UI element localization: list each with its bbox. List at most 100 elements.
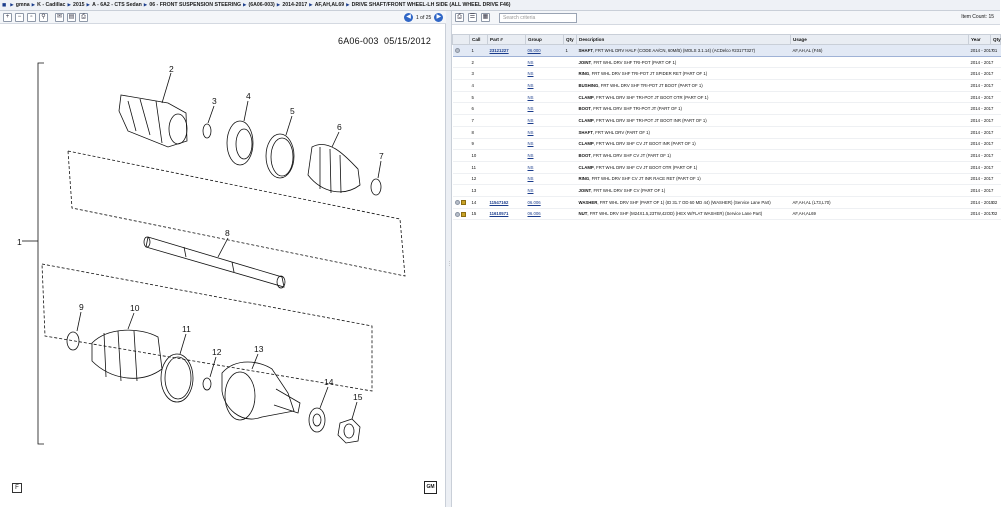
group-value[interactable]: NS [527, 59, 534, 65]
zoom-fit-icon[interactable]: ▫ [27, 13, 36, 22]
part-name: BOOT [578, 106, 591, 112]
row-icon-cell [452, 173, 470, 186]
print-icon[interactable]: ⎙ [455, 13, 464, 22]
callout-label[interactable]: 3 [212, 96, 217, 106]
row-icon-cell [452, 114, 470, 127]
year-cell: 2014 - 2017 [968, 138, 993, 151]
breadcrumb-item[interactable]: K - Cadillac [37, 2, 66, 8]
callout-label[interactable]: 5 [290, 106, 295, 116]
callout-label[interactable]: 2 [169, 64, 174, 74]
callout-label[interactable]: 10 [130, 303, 140, 313]
group-value[interactable]: NS [527, 117, 534, 123]
callout-label[interactable]: 6 [337, 122, 342, 132]
column-header[interactable] [452, 34, 470, 45]
info-icon[interactable] [454, 199, 460, 205]
column-header[interactable]: Usage [790, 34, 969, 45]
part-value[interactable]: 11547162 [489, 199, 509, 205]
email-icon[interactable]: ✉ [55, 13, 64, 22]
column-header[interactable]: Group [525, 34, 564, 45]
column-header[interactable]: Year [968, 34, 991, 45]
breadcrumb-item[interactable]: 06 - FRONT SUSPENSION STEERING [149, 2, 241, 8]
callout-label[interactable]: 7 [379, 151, 384, 161]
magnify-icon[interactable]: ⚲ [39, 13, 48, 22]
info-icon[interactable] [454, 211, 460, 217]
callout-label[interactable]: 15 [353, 392, 363, 402]
list-view-icon[interactable]: ☰ [468, 13, 477, 22]
column-header[interactable]: Qty [563, 34, 577, 45]
part-value[interactable]: 23121227 [489, 47, 509, 53]
item-count-label: Item Count: [961, 14, 988, 20]
group-value[interactable]: 06.006 [527, 199, 541, 205]
breadcrumb-item[interactable]: gmna [15, 2, 30, 8]
breadcrumb-item[interactable]: 2014-2017 [282, 2, 308, 8]
column-header[interactable]: Part # [487, 34, 526, 45]
qty-cell [990, 126, 1001, 139]
callout-label[interactable]: 9 [79, 302, 84, 312]
column-header[interactable]: Call [469, 34, 488, 45]
group-value[interactable]: NS [527, 71, 534, 77]
parts-list-pane: ⎙ ☰ ▦ Search criteria Item Count: 15 Cal… [452, 11, 1001, 507]
zoom-in-icon[interactable]: + [3, 13, 12, 22]
print-icon[interactable]: ⎙ [79, 13, 88, 22]
callout-label[interactable]: 8 [225, 228, 230, 238]
part-value[interactable]: 11610571 [489, 211, 509, 217]
usage-cell [790, 102, 969, 116]
callout-label[interactable]: 13 [254, 344, 264, 354]
next-page-icon[interactable]: ▶ [434, 13, 444, 22]
group-value[interactable]: NS [527, 164, 534, 170]
year-cell: 2014 - 2017 [968, 91, 993, 104]
parts-table: Call Part # Group Qty Description Usage … [452, 34, 1001, 221]
group-value[interactable]: NS [527, 82, 534, 88]
callout-label[interactable]: 1 [17, 237, 22, 247]
callout-label[interactable]: 12 [212, 347, 222, 357]
description-cell: SHAFT, FRT WHL DRV HALF (CODE AA/CN, 60M… [576, 44, 791, 57]
breadcrumb-item[interactable]: 2015 [72, 2, 85, 8]
group-value[interactable]: NS [527, 129, 534, 135]
home-icon[interactable]: ■ [2, 1, 7, 9]
previous-page-icon[interactable]: ◀ [404, 13, 413, 22]
breadcrumb-item[interactable]: AF,AH,AL69 [314, 2, 345, 8]
group-value[interactable]: NS [527, 141, 534, 147]
callout-label[interactable]: 4 [246, 91, 251, 101]
breadcrumb-item[interactable]: (6A06-003) [248, 2, 275, 8]
search-input[interactable]: Search criteria [499, 13, 577, 23]
page-navigator: ◀ 1 of 25 ▶ [404, 12, 444, 23]
part-description: , FRT WHL DRV SHF TRI-POT JT BOOT INR (P… [593, 117, 707, 123]
breadcrumb-item[interactable]: A - 6A2 - CTS Sedan [92, 2, 142, 8]
part-description: , FRT WHL DRV SHF TRI-POT JT BOOT (PART … [598, 82, 703, 88]
group-value[interactable]: 06.006 [527, 211, 541, 217]
group-value[interactable]: NS [527, 94, 534, 100]
group-value[interactable]: NS [527, 188, 534, 194]
group-value[interactable]: NS [527, 176, 534, 182]
breadcrumb-item[interactable]: DRIVE SHAFT/FRONT WHEEL-LH SIDE (ALL WHE… [351, 2, 511, 8]
part-cell [487, 56, 526, 69]
group-value[interactable]: NS [527, 153, 534, 159]
export-icon[interactable]: ▦ [481, 13, 490, 22]
info-icon[interactable] [454, 48, 460, 54]
callout-label[interactable]: 11 [182, 324, 191, 334]
exploded-parts-diagram[interactable]: 1 2 3 4 5 6 7 8 9 10 11 12 13 14 15 [0, 51, 446, 491]
pane-splitter[interactable]: ⋮ [446, 11, 452, 507]
folder-icon[interactable]: ▤ [67, 13, 76, 22]
column-header[interactable]: Description [576, 34, 791, 45]
zoom-out-icon[interactable]: − [15, 13, 24, 22]
group-value[interactable]: NS [527, 106, 534, 112]
callout-label[interactable]: 14 [324, 377, 334, 387]
column-header[interactable]: Qty [990, 34, 1001, 45]
group-value[interactable]: 06.000 [527, 47, 541, 53]
